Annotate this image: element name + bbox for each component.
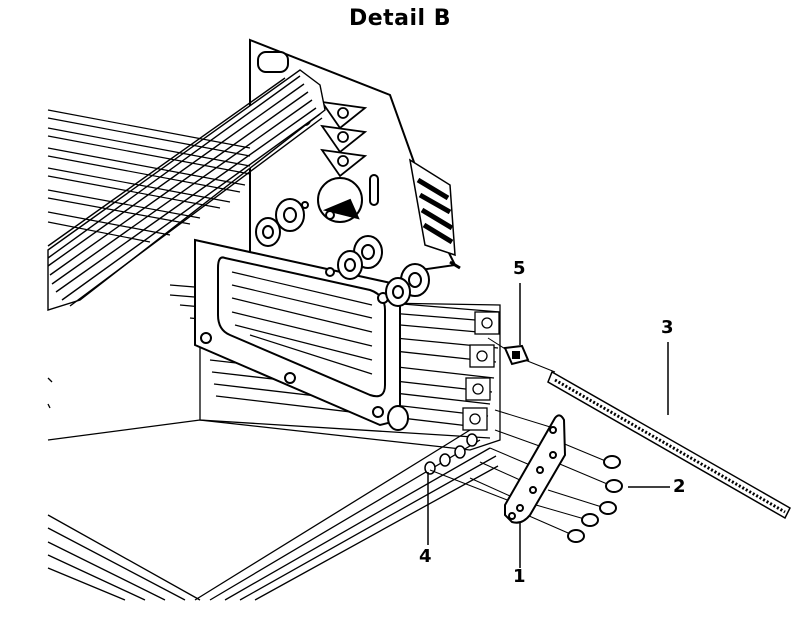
carriage-plate: [194, 238, 401, 427]
callout-2: 2: [673, 476, 686, 497]
callout-5: 5: [513, 258, 526, 279]
corner-brackets: [320, 100, 368, 178]
rail-holes: [424, 433, 478, 475]
callout-3: 3: [661, 317, 674, 338]
leader-lines: [427, 283, 670, 568]
carriage-wheels: [255, 198, 430, 431]
callout-1: 1: [513, 566, 526, 587]
frame-rail-left: [47, 109, 251, 243]
part-5-belt-clamp: [503, 344, 530, 366]
diagram-title: Detail B: [348, 6, 452, 31]
part-1-end-plate: [504, 414, 567, 524]
callout-4: 4: [419, 546, 432, 567]
part-3-belt: [547, 370, 791, 520]
motor-belt-block: [408, 158, 461, 270]
gantry-extrusion-diagonal: [47, 69, 326, 311]
part-2-screws: [567, 455, 623, 543]
